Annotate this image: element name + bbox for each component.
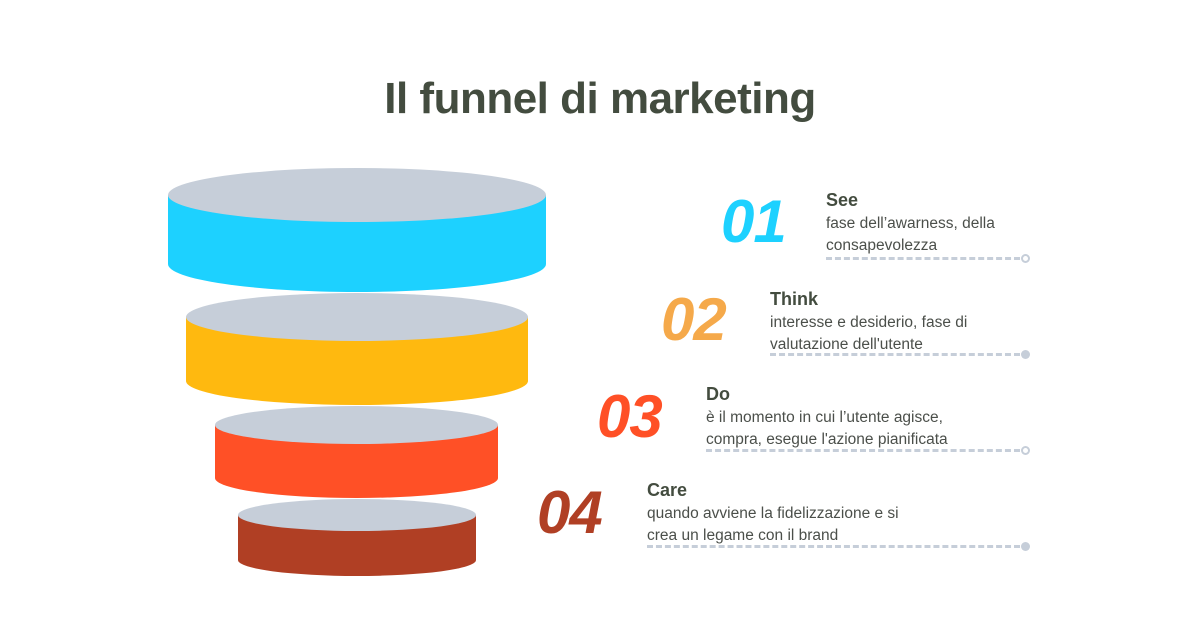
dashed-divider <box>706 449 1020 452</box>
filled-dot-icon <box>1021 542 1030 551</box>
step-title: Do <box>706 384 730 404</box>
step-description-line-2: consapevolezza <box>826 237 938 254</box>
funnel-layer-care <box>238 499 476 576</box>
dashed-divider <box>647 545 1020 548</box>
step-description-line-1: interesse e desiderio, fase di <box>770 314 968 331</box>
step-description-line-2: valutazione dell'utente <box>770 336 923 353</box>
step-title: See <box>826 190 859 210</box>
dashed-divider <box>826 257 1020 260</box>
step-title: Care <box>647 480 688 500</box>
step-description-line-1: quando avviene la fidelizzazione e si <box>647 505 899 522</box>
filled-dot-icon <box>1021 350 1030 359</box>
funnel-layer-see <box>168 168 546 292</box>
step-description-line-1: è il momento in cui l’utente agisce, <box>706 409 943 426</box>
dashed-divider <box>770 353 1020 356</box>
page-title: Il funnel di marketing <box>384 74 816 123</box>
step-number: 01 <box>721 188 787 255</box>
step-description-line-2: crea un legame con il brand <box>647 527 839 544</box>
funnel-layer-think <box>186 293 528 405</box>
step-number: 04 <box>537 479 603 546</box>
step-title: Think <box>770 289 818 309</box>
funnel-layer-do <box>215 406 498 498</box>
step-description-line-1: fase dell’awarness, della <box>826 215 995 232</box>
step-number: 03 <box>597 383 663 450</box>
ring-dot-icon <box>1021 446 1030 455</box>
step-description-line-2: compra, esegue l'azione pianificata <box>706 431 948 448</box>
ring-dot-icon <box>1021 254 1030 263</box>
step-number: 02 <box>661 286 727 353</box>
